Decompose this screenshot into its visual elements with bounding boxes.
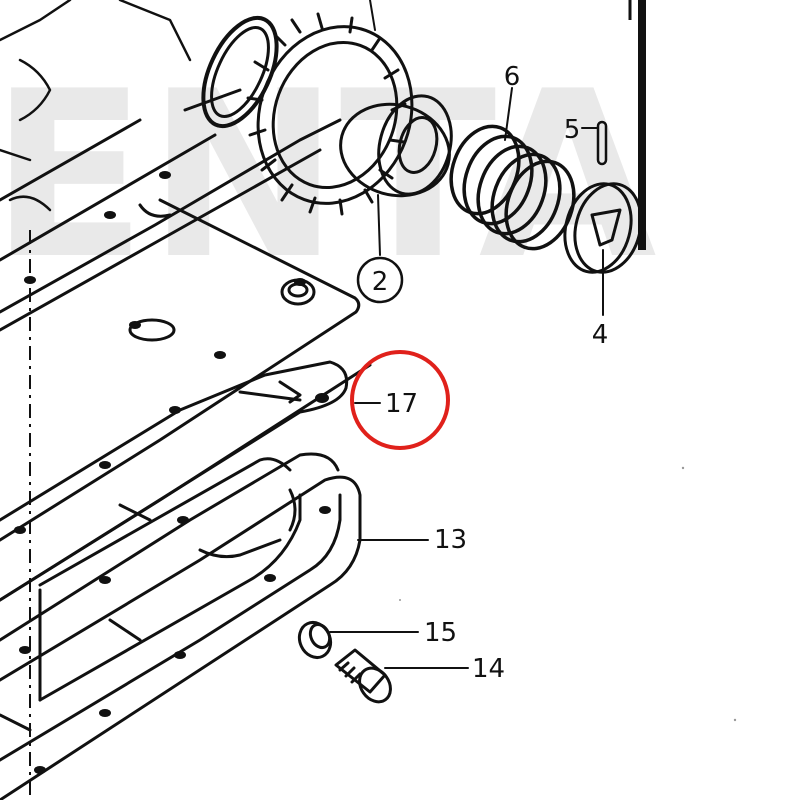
cam-icon — [563, 182, 643, 274]
washer-icon — [297, 620, 333, 660]
callout-4-label: 4 — [592, 320, 609, 350]
callout-17-label: 17 — [385, 389, 418, 419]
scan-speckles — [399, 466, 737, 722]
highlight-circle — [350, 350, 450, 450]
oil-pan-holes — [19, 506, 331, 774]
callout-5-label: 5 — [564, 115, 581, 145]
callout-2-circle — [356, 256, 404, 304]
plate-boss — [128, 203, 316, 342]
callout-14-label: 14 — [472, 654, 505, 684]
callout-13-label: 13 — [434, 525, 467, 555]
oil-pan-13 — [0, 452, 362, 800]
callout-6-label: 6 — [504, 62, 521, 92]
spring-icon — [449, 124, 576, 251]
drain-plug-icon — [334, 648, 392, 704]
gasket-17 — [0, 360, 349, 602]
callout-2-label: 2 — [372, 267, 389, 297]
callout-15-label: 15 — [424, 618, 457, 648]
pin-icon — [596, 120, 608, 166]
housing-outline — [0, 0, 192, 212]
leader-lines — [329, 0, 604, 669]
gear-icon — [246, 12, 453, 216]
